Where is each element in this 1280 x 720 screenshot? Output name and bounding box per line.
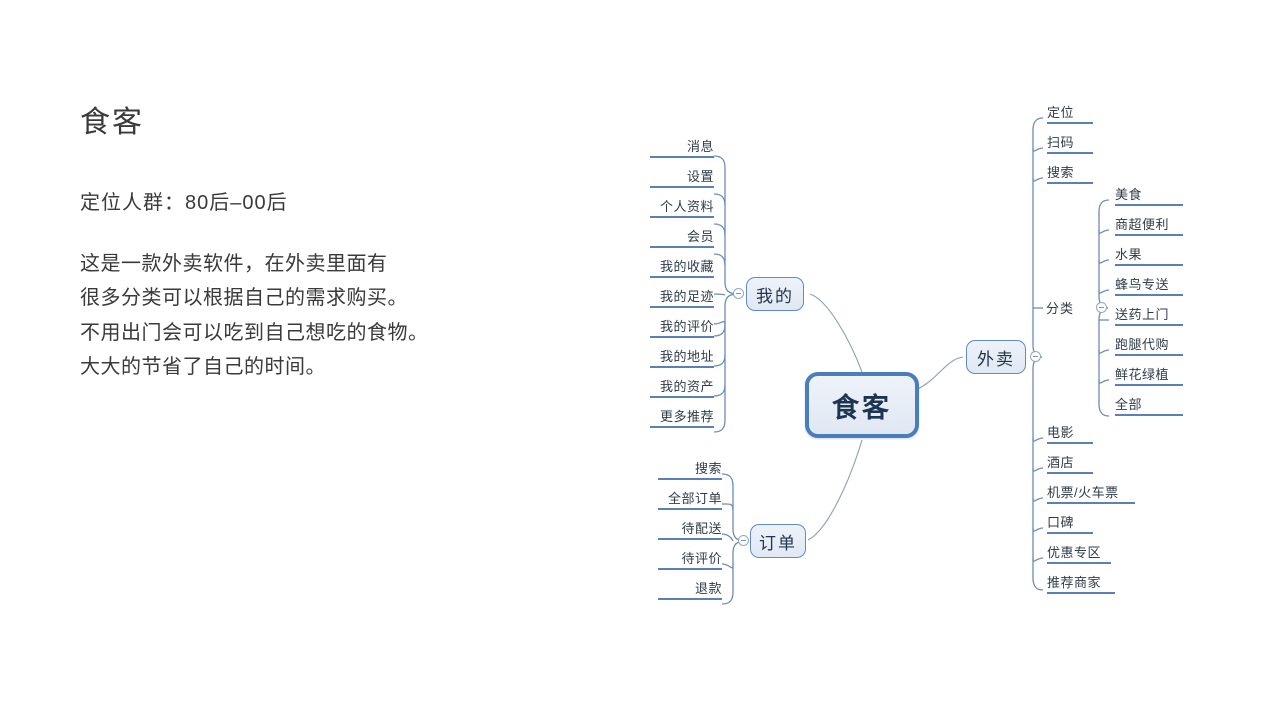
leaf-takeout-bottom-4[interactable]: 口碑 (1047, 515, 1093, 534)
leaf-takeout-top-2[interactable]: 扫码 (1047, 135, 1093, 154)
leaf-orders-3[interactable]: 待配送 (658, 521, 722, 540)
leaf-mine-7[interactable]: 我的评价 (650, 319, 714, 338)
leaf-mine-9[interactable]: 我的资产 (650, 379, 714, 398)
leaf-takeout-bottom-2[interactable]: 酒店 (1047, 455, 1093, 474)
branch-node-orders-label: 订单 (759, 533, 797, 553)
leaf-mine-4[interactable]: 会员 (650, 229, 714, 248)
leaf-takeout-top-1[interactable]: 定位 (1047, 105, 1093, 124)
leaf-category-7[interactable]: 鲜花绿植 (1115, 367, 1183, 386)
leaf-category-8[interactable]: 全部 (1115, 397, 1183, 416)
leaf-mine-5[interactable]: 我的收藏 (650, 259, 714, 278)
branch-node-category-label: 分类 (1046, 301, 1075, 316)
leaf-category-3[interactable]: 水果 (1115, 247, 1183, 266)
collapse-minus-icon-takeout[interactable] (1030, 351, 1041, 362)
target-audience-text: 定位人群：80后–00后 (80, 192, 288, 214)
leaf-mine-6[interactable]: 我的足迹 (650, 289, 714, 308)
root-node-shike[interactable]: 食客 (805, 372, 919, 438)
description-line-4: 大大的节省了自己的时间。 (80, 356, 326, 379)
collapse-minus-icon-orders[interactable] (738, 535, 749, 546)
leaf-orders-2[interactable]: 全部订单 (658, 491, 722, 510)
leaf-category-6[interactable]: 跑腿代购 (1115, 337, 1183, 356)
description-body: 这是一款外卖软件，在外卖里面有 很多分类可以根据自己的需求购买。 不用出门会可以… (80, 247, 560, 385)
leaf-category-4[interactable]: 蜂鸟专送 (1115, 277, 1183, 296)
description-line-1: 这是一款外卖软件，在外卖里面有 (80, 253, 388, 275)
leaf-takeout-bottom-3[interactable]: 机票/火车票 (1047, 485, 1135, 504)
branch-node-mine[interactable]: 我的 (746, 277, 804, 311)
leaf-mine-8[interactable]: 我的地址 (650, 349, 714, 368)
page-title: 食客 (80, 106, 144, 139)
description-line-3: 不用出门会可以吃到自己想吃的食物。 (80, 321, 429, 344)
collapse-minus-icon-mine[interactable] (733, 288, 744, 299)
collapse-minus-icon-category[interactable] (1096, 302, 1107, 313)
leaf-takeout-bottom-6[interactable]: 推荐商家 (1047, 575, 1115, 594)
leaf-orders-4[interactable]: 待评价 (658, 551, 722, 570)
leaf-mine-1[interactable]: 消息 (650, 139, 714, 158)
branch-node-takeout-label: 外卖 (977, 349, 1015, 369)
leaf-orders-5[interactable]: 退款 (658, 581, 722, 600)
description-line-2: 很多分类可以根据自己的需求购买。 (80, 287, 408, 310)
leaf-mine-10[interactable]: 更多推荐 (650, 409, 714, 428)
branch-node-category[interactable]: 分类 (1046, 298, 1074, 317)
leaf-mine-2[interactable]: 设置 (650, 169, 714, 188)
branch-node-mine-label: 我的 (756, 286, 794, 306)
description-panel: 食客 定位人群：80后–00后 这是一款外卖软件，在外卖里面有 很多分类可以根据… (80, 105, 560, 385)
branch-node-orders[interactable]: 订单 (750, 524, 806, 558)
leaf-category-2[interactable]: 商超便利 (1115, 217, 1183, 236)
leaf-orders-1[interactable]: 搜索 (658, 461, 722, 480)
leaf-category-1[interactable]: 美食 (1115, 187, 1183, 206)
leaf-category-5[interactable]: 送药上门 (1115, 307, 1183, 326)
leaf-takeout-bottom-5[interactable]: 优惠专区 (1047, 545, 1111, 564)
branch-node-takeout[interactable]: 外卖 (966, 340, 1026, 374)
leaf-takeout-bottom-1[interactable]: 电影 (1047, 425, 1093, 444)
root-node-label: 食客 (832, 392, 892, 423)
leaf-mine-3[interactable]: 个人资料 (650, 199, 714, 218)
leaf-takeout-top-3[interactable]: 搜索 (1047, 165, 1093, 184)
